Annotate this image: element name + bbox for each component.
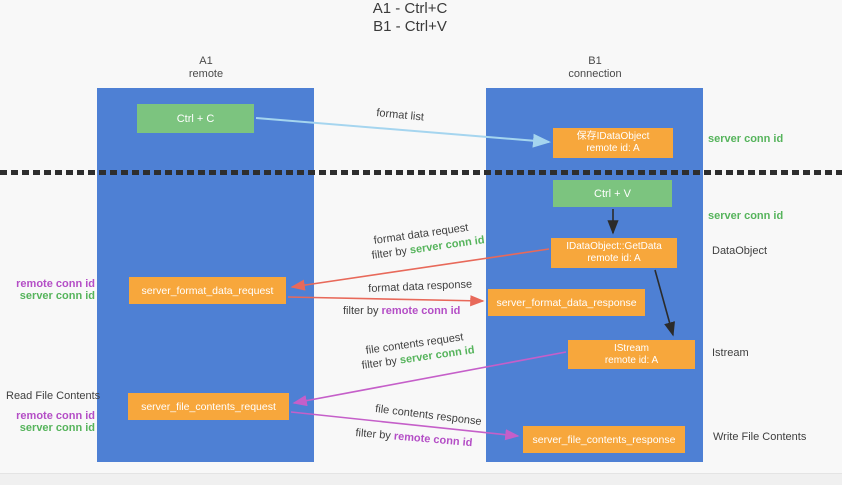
ctrl-v-label: Ctrl + V <box>594 187 631 200</box>
title-line-2: B1 - Ctrl+V <box>373 18 447 35</box>
file-response-filter-label: filter by remote conn id <box>355 427 473 449</box>
save-idataobject-line2: remote id: A <box>586 143 640 154</box>
remote-conn-id-key: remote conn id <box>381 305 461 317</box>
getdata-box: IDataObject::GetData remote id: A <box>551 238 677 268</box>
ctrl-c-label: Ctrl + C <box>176 112 215 125</box>
read-file-contents-label: Read File Contents <box>6 390 101 402</box>
format-list-label: format list <box>375 107 425 124</box>
server-file-contents-response-box: server_file_contents_response <box>523 426 685 453</box>
server-format-data-request-label: server_format_data_request <box>141 284 274 297</box>
server-conn-id-pair2-label: server conn id <box>19 422 95 434</box>
format-response-filter-label: filter by remote conn id <box>343 305 460 317</box>
remote-conn-id-pair1-label: remote conn id <box>16 278 95 290</box>
save-idataobject-line1: 保存IDataObject <box>576 131 650 142</box>
filter-by-text: filter by <box>343 305 382 317</box>
remote-conn-id-pair2-label: remote conn id <box>16 410 95 422</box>
getdata-line2: remote id: A <box>587 253 641 264</box>
filter-by-text: filter by <box>361 354 401 372</box>
dataobject-label: DataObject <box>712 245 768 257</box>
server-conn-id-pair1-label: server conn id <box>19 290 95 302</box>
server-conn-id-top-label: server conn id <box>708 133 784 145</box>
format-data-response-label: format data response <box>368 278 473 295</box>
istream-line2: remote id: A <box>604 354 659 366</box>
column-b1-name: connection <box>568 68 622 80</box>
save-idataobject-box: 保存IDataObject remote id: A <box>553 128 673 158</box>
server-conn-id-mid-label: server conn id <box>708 210 784 222</box>
ctrl-c-box: Ctrl + C <box>137 104 254 133</box>
istream-box: IStream remote id: A <box>568 340 695 369</box>
remote-conn-id-key: remote conn id <box>393 430 473 450</box>
server-format-data-response-label: server_format_data_response <box>496 296 637 309</box>
title-line-1: A1 - Ctrl+C <box>372 0 448 17</box>
server-format-data-response-box: server_format_data_response <box>488 289 645 316</box>
istream-side-label: Istream <box>712 347 749 359</box>
column-b1-id: B1 <box>588 55 602 67</box>
filter-by-text: filter by <box>371 244 411 262</box>
server-file-contents-request-box: server_file_contents_request <box>128 393 289 420</box>
filter-by-text: filter by <box>354 427 395 443</box>
column-header-b1: B1 connection <box>486 55 704 81</box>
format-response-arrow <box>287 295 485 307</box>
file-contents-response-label: file contents response <box>374 403 483 428</box>
server-file-contents-request-label: server_file_contents_request <box>141 400 276 413</box>
ctrl-v-box: Ctrl + V <box>553 180 672 207</box>
server-file-contents-response-label: server_file_contents_response <box>532 433 676 446</box>
column-a1-name: remote <box>188 68 224 80</box>
server-format-data-request-box: server_format_data_request <box>129 277 286 304</box>
getdata-line1: IDataObject::GetData <box>566 241 662 252</box>
write-file-contents-label: Write File Contents <box>713 431 807 443</box>
bottom-strip <box>0 473 842 485</box>
diagram-title: A1 - Ctrl+C B1 - Ctrl+V <box>0 0 820 36</box>
istream-line1: IStream <box>613 342 649 354</box>
column-header-a1: A1 remote <box>97 55 315 81</box>
machine-boundary-dotted-line <box>0 170 842 175</box>
column-a1-id: A1 <box>199 55 213 67</box>
